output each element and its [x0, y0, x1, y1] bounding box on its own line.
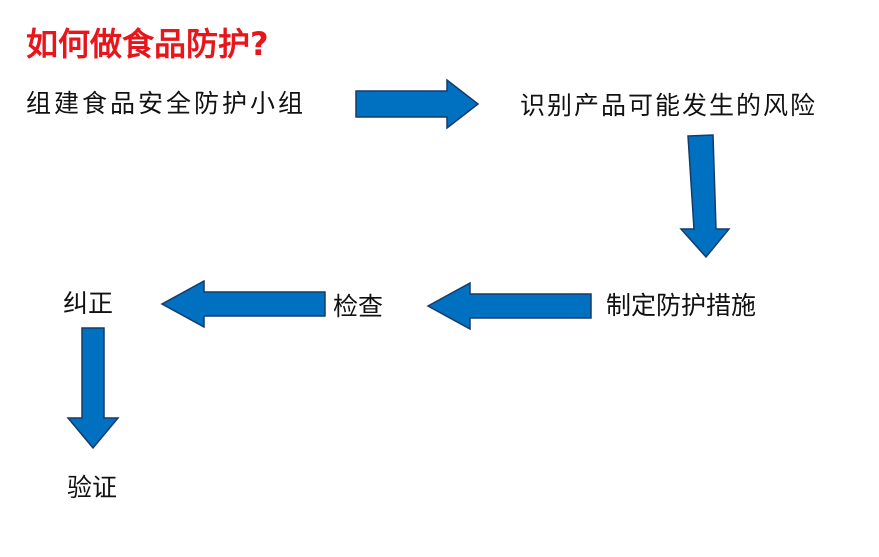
- step-verify: 验证: [67, 473, 118, 502]
- page-title: 如何做食品防护?: [26, 25, 269, 63]
- arrow-down-icon: [679, 134, 731, 259]
- step-define-measures: 制定防护措施: [606, 291, 757, 320]
- arrow-down-icon: [66, 327, 120, 450]
- step-correct: 纠正: [63, 289, 114, 318]
- arrow-right-icon: [355, 78, 480, 130]
- step-form-team: 组建食品安全防护小组: [26, 89, 307, 118]
- arrow-left-icon: [426, 281, 592, 331]
- step-identify-risks: 识别产品可能发生的风险: [520, 91, 818, 120]
- arrow-left-icon: [160, 279, 326, 329]
- step-inspect: 检查: [333, 292, 384, 321]
